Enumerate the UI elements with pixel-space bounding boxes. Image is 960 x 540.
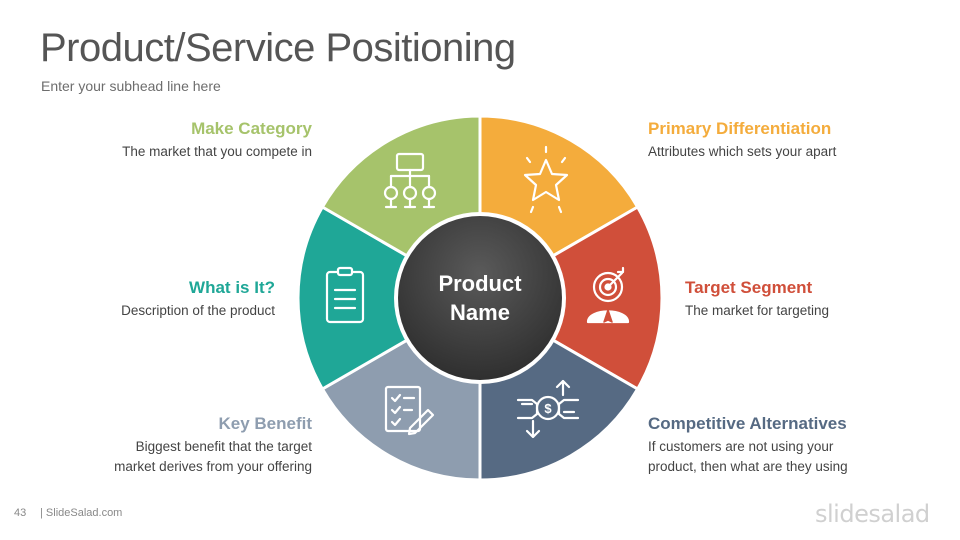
page-subtitle: Enter your subhead line here xyxy=(41,78,221,94)
label-title: Target Segment xyxy=(685,278,813,297)
label-description-line-1: Biggest benefit that the target xyxy=(135,439,312,454)
label-description-line-2: product, then what are they using xyxy=(648,459,848,474)
label-title: Make Category xyxy=(191,119,312,138)
wheel-segment-what xyxy=(296,204,484,392)
center-circle xyxy=(398,216,562,380)
label-make-category: Make Category The market that you compet… xyxy=(122,118,312,162)
label-title: Primary Differentiation xyxy=(648,119,832,138)
label-title: Competitive Alternatives xyxy=(648,414,847,433)
footer-site: | SlideSalad.com xyxy=(40,507,123,519)
label-description: The market that you compete in xyxy=(122,144,312,159)
label-description-line-1: If customers are not using your xyxy=(648,439,834,454)
label-description: Description of the product xyxy=(121,303,275,318)
checklist-icon xyxy=(384,385,435,436)
label-description-line-2: market derives from your offering xyxy=(114,459,312,474)
label-target-segment: Target Segment The market for targeting xyxy=(685,277,829,321)
label-title: Key Benefit xyxy=(218,414,312,433)
hierarchy-icon xyxy=(383,152,437,209)
center-line-1: Product xyxy=(438,271,522,296)
money-exchange-icon: $ xyxy=(516,379,580,439)
label-primary-differentiation: Primary Differentiation Attributes which… xyxy=(648,118,836,162)
label-what-is-it: What is It? Description of the product xyxy=(121,277,275,321)
page-title: Product/Service Positioning xyxy=(40,26,516,70)
wheel-segment-target xyxy=(476,204,664,392)
star-icon xyxy=(523,145,569,214)
target-person-icon xyxy=(586,266,630,324)
brand-logo: slidesalad xyxy=(815,500,930,528)
page-number: 43 xyxy=(14,507,27,519)
label-title: What is It? xyxy=(189,278,275,297)
label-description: The market for targeting xyxy=(685,303,830,318)
label-key-benefit: Key Benefit Biggest benefit that the tar… xyxy=(114,413,312,477)
center-line-2: Name xyxy=(450,300,510,325)
clipboard-icon xyxy=(325,266,365,324)
label-competitive-alternatives: Competitive Alternatives If customers ar… xyxy=(648,413,848,477)
label-description: Attributes which sets your apart xyxy=(648,144,837,159)
svg-text:$: $ xyxy=(544,401,552,416)
